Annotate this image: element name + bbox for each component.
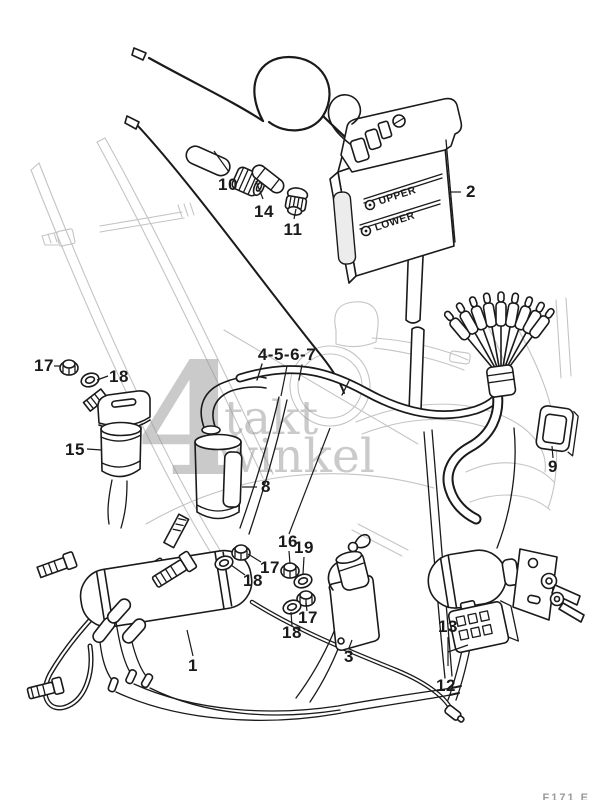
leader-line <box>86 448 103 451</box>
callout-19-9: 9 <box>548 457 558 476</box>
leader-line <box>96 375 109 381</box>
callout-4-17: 17 <box>34 356 54 375</box>
washer-part-18-top <box>80 372 100 388</box>
wire-harness <box>235 363 516 679</box>
callout-1-14: 14 <box>254 202 274 221</box>
callout-10-19: 19 <box>294 538 314 557</box>
callout-12-18: 18 <box>243 571 263 590</box>
stud-bolt <box>26 550 198 700</box>
nut-part-16 <box>280 562 300 579</box>
leader-line <box>290 611 293 627</box>
leader-line <box>288 427 331 535</box>
leader-line <box>288 550 291 565</box>
watermark-word-top: takt <box>224 391 318 446</box>
leader-line <box>302 556 305 575</box>
watermark-word-bottom: winkel <box>218 429 375 484</box>
grommet-part-9 <box>535 405 579 457</box>
coil-lead-wires <box>92 598 462 721</box>
leader-line <box>551 445 554 459</box>
callout-9-16: 16 <box>278 532 298 551</box>
callout-15-1: 1 <box>188 656 198 675</box>
callout-17-13: 13 <box>438 617 458 636</box>
callout-2-11: 11 <box>283 220 303 239</box>
nut-part-17-mid <box>231 544 251 561</box>
nut-part-17-top <box>59 359 79 376</box>
leader-line <box>447 644 469 653</box>
leader-line <box>247 553 262 563</box>
relay-part-15 <box>82 388 151 529</box>
leader-lines <box>54 150 554 666</box>
callout-5-18: 18 <box>109 367 129 386</box>
leader-line <box>293 208 297 220</box>
leader-line <box>186 629 194 657</box>
washer-part-18-low <box>282 599 302 615</box>
connector-fan <box>443 291 555 398</box>
leader-line <box>280 365 288 397</box>
leader-line <box>213 150 230 173</box>
leader-line <box>348 639 353 649</box>
leader-line <box>305 602 308 612</box>
callout-13-17: 17 <box>298 608 318 627</box>
condenser-part-3 <box>295 533 380 703</box>
callout-0-10: 10 <box>218 175 238 194</box>
ignition-coil-part-1 <box>36 513 465 723</box>
callout-11-17: 17 <box>260 558 280 577</box>
washer-part-19 <box>293 573 313 589</box>
callout-3-2: 2 <box>466 182 476 201</box>
callout-6-15: 15 <box>65 440 85 459</box>
fuse-part-14 <box>251 164 285 194</box>
leader-line <box>230 564 246 576</box>
ignition-switch-part-13 <box>427 548 585 701</box>
terminal-cap-part-11 <box>284 187 309 216</box>
rectifier-part-8 <box>194 375 267 520</box>
leader-line <box>255 180 264 200</box>
callout-7-4-5-6-7: 4-5-6-7 <box>257 345 317 364</box>
fiche-code: F171 E <box>542 792 590 800</box>
callout-16-3: 3 <box>344 647 354 666</box>
washer-part-18-mid <box>214 555 234 571</box>
battery-part-2: UPPER LOWER <box>327 94 463 284</box>
connector-block-part-12 <box>447 599 520 654</box>
callout-8-8: 8 <box>261 477 271 496</box>
callout-18-12: 12 <box>436 676 456 695</box>
callout-14-18: 18 <box>282 623 302 642</box>
